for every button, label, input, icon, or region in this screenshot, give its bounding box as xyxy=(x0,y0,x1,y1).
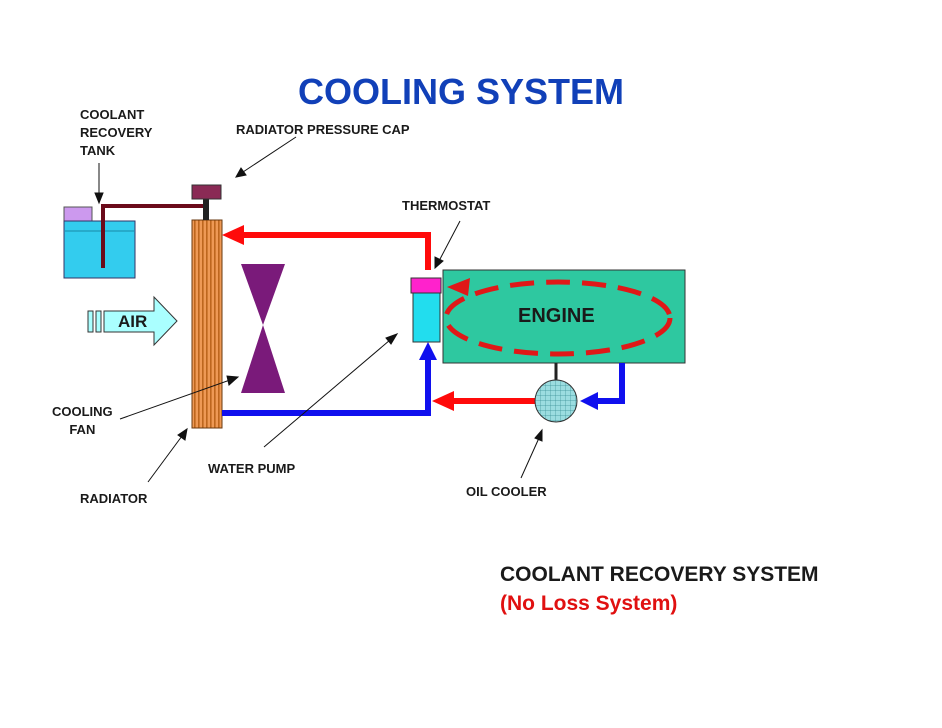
water-pump-label: WATER PUMP xyxy=(208,461,296,476)
label-line: COOLING xyxy=(52,404,113,419)
coolant-recovery-tank-label: COOLANT RECOVERY TANK xyxy=(80,106,152,160)
label-line: COOLANT xyxy=(80,107,145,122)
hot-flow-arrow xyxy=(222,225,431,270)
oil-cooler-label: OIL COOLER xyxy=(466,484,547,499)
pressure-cap-icon xyxy=(191,184,222,220)
oil-cooler-icon xyxy=(534,379,578,423)
engine-icon xyxy=(442,269,686,364)
radiator-icon xyxy=(191,219,223,429)
thermostat-label: THERMOSTAT xyxy=(402,198,491,213)
label-line: TANK xyxy=(80,143,116,158)
system-name: COOLANT RECOVERY SYSTEM xyxy=(500,563,819,586)
callout-lines xyxy=(94,136,543,483)
engine-label: ENGINE xyxy=(518,305,595,327)
oil-cooler-flow xyxy=(432,363,625,411)
system-note: (No Loss System) xyxy=(500,592,678,615)
radiator-pressure-cap-label: RADIATOR PRESSURE CAP xyxy=(236,122,410,137)
thermostat-icon xyxy=(410,277,442,343)
radiator-label: RADIATOR xyxy=(80,491,148,506)
cooling-fan-icon xyxy=(241,264,285,393)
cold-flow-arrow xyxy=(222,342,437,416)
label-line: RECOVERY xyxy=(80,125,153,140)
page-title: COOLING SYSTEM xyxy=(298,71,625,112)
engine-coolant-loop xyxy=(443,278,673,357)
label-line: FAN xyxy=(69,422,96,437)
air-arrow-icon xyxy=(87,295,178,347)
cooling-fan-label: COOLING FAN xyxy=(52,403,113,439)
air-label: AIR xyxy=(118,312,148,331)
coolant-tank-icon xyxy=(63,206,136,279)
